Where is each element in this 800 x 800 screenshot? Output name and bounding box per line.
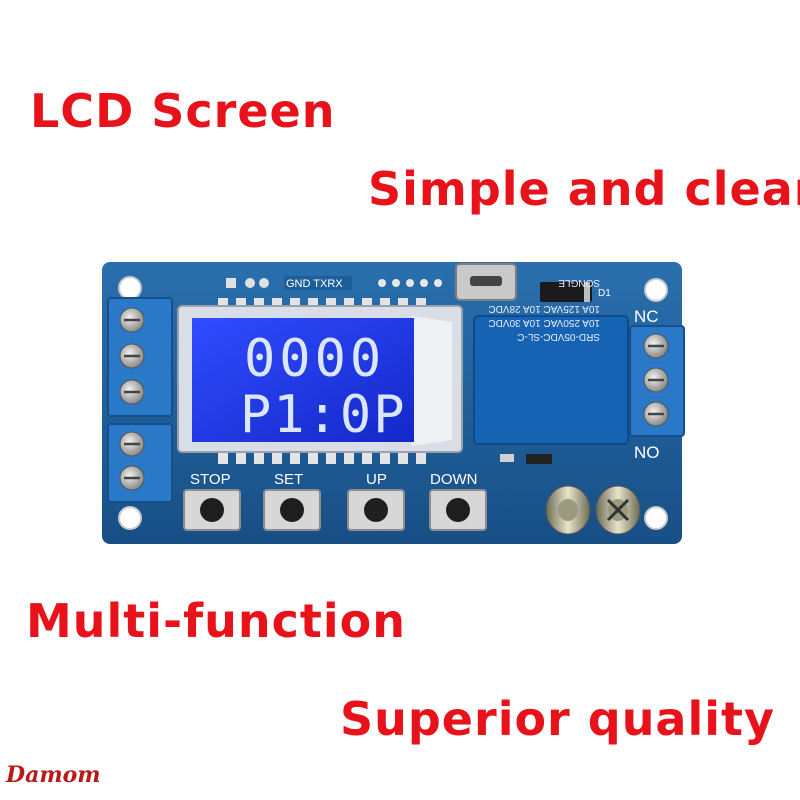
set-button[interactable] bbox=[263, 489, 321, 531]
svg-text:10A 250VAC 10A 30VDC: 10A 250VAC 10A 30VDC bbox=[488, 317, 600, 328]
headline-multi-function: Multi-function bbox=[26, 594, 407, 648]
input-terminal-block bbox=[107, 297, 173, 417]
smd-components bbox=[500, 454, 552, 464]
header-label: GND TXRX bbox=[286, 278, 343, 290]
brand-watermark: Damom bbox=[6, 762, 101, 788]
lcd-screen bbox=[177, 305, 463, 453]
svg-text:10A 125VAC 10A 28VDC: 10A 125VAC 10A 28VDC bbox=[488, 303, 600, 314]
header-pins bbox=[226, 276, 442, 290]
relay-terminal-block bbox=[629, 325, 685, 437]
power-terminal-block bbox=[107, 423, 173, 503]
lcd-bottom-readout: P1:0P bbox=[240, 385, 407, 445]
relay bbox=[473, 315, 629, 445]
relay-label-nc: NC bbox=[634, 307, 659, 326]
micro-usb-port bbox=[455, 263, 517, 301]
up-button[interactable] bbox=[347, 489, 405, 531]
button-label-set: SET bbox=[274, 471, 303, 488]
relay-markings: SRD-05VDC-SL-C 10A 250VAC 10A 30VDC 10A … bbox=[488, 277, 600, 342]
headline-simple-and-clear: Simple and clear bbox=[368, 162, 800, 216]
down-button[interactable] bbox=[429, 489, 487, 531]
button-label-up: UP bbox=[366, 471, 387, 488]
svg-text:SONGLE: SONGLE bbox=[558, 277, 600, 288]
diode bbox=[540, 282, 592, 302]
lcd-pins-bottom bbox=[218, 452, 426, 464]
button-label-down: DOWN bbox=[430, 471, 478, 488]
svg-text:SRD-05VDC-SL-C: SRD-05VDC-SL-C bbox=[517, 331, 600, 342]
headline-superior-quality: Superior quality bbox=[340, 692, 775, 746]
stop-button[interactable] bbox=[183, 489, 241, 531]
capacitors bbox=[545, 485, 641, 535]
headline-lcd-screen: LCD Screen bbox=[30, 84, 336, 138]
diode-label: D1 bbox=[598, 288, 611, 299]
mounting-holes bbox=[118, 276, 668, 530]
lcd-top-readout: 0000 bbox=[244, 329, 385, 389]
relay-label-no: NO bbox=[634, 443, 660, 462]
lcd-pins-top bbox=[218, 298, 426, 310]
button-label-stop: STOP bbox=[190, 471, 231, 488]
